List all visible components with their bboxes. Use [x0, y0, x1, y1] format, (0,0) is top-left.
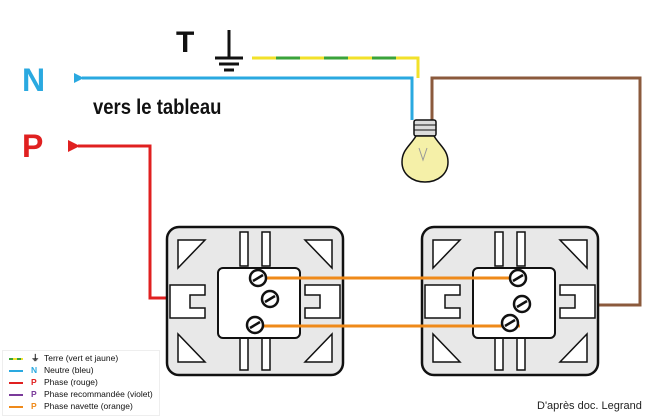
earth-ground-icon — [215, 30, 243, 72]
earth-ground-icon: ⏚ — [31, 353, 40, 363]
legend-swatch — [9, 394, 23, 396]
legend-item-phase: P Phase (rouge) — [3, 377, 163, 388]
to-panel-label: vers le tableau — [93, 96, 222, 119]
legend-text: Phase recommandée (violet) — [44, 389, 153, 399]
legend-text: Neutre (bleu) — [44, 365, 94, 375]
terminal-screw-icon — [260, 289, 280, 309]
right-switch-terminals — [500, 268, 532, 333]
legend-item-phase-recommended: P Phase recommandée (violet) — [3, 389, 163, 400]
neutral-label: N — [22, 62, 46, 98]
source-credit: D'après doc. Legrand — [537, 400, 642, 412]
legend-item-earth: ⏚ Terre (vert et jaune) — [3, 353, 163, 364]
legend-swatch — [9, 370, 23, 372]
light-bulb-icon — [401, 119, 449, 183]
legend-symbol: P — [31, 389, 37, 399]
legend-symbol: P — [31, 377, 37, 387]
legend-item-neutral: N Neutre (bleu) — [3, 365, 163, 376]
left-switch-terminals — [245, 268, 280, 335]
legend-symbol: P — [31, 401, 37, 411]
legend-text: Phase navette (orange) — [44, 401, 133, 411]
legend-symbol: N — [31, 365, 38, 375]
legend-swatch — [9, 406, 23, 408]
earth-wire — [252, 56, 420, 78]
terminal-screw-icon — [248, 268, 268, 288]
shuttle-wires — [263, 276, 520, 328]
phase-label: P — [22, 128, 44, 164]
return-wire — [430, 76, 642, 307]
terminal-screw-icon — [512, 294, 532, 314]
terminal-screw-icon — [508, 268, 528, 288]
terminal-screw-icon — [500, 313, 520, 333]
legend-swatch — [9, 358, 23, 360]
earth-label: T — [176, 26, 195, 59]
legend-item-phase-shuttle: P Phase navette (orange) — [3, 401, 163, 412]
legend-swatch — [9, 382, 23, 384]
right-switch — [420, 225, 600, 377]
neutral-wire — [74, 73, 414, 120]
legend: ⏚ Terre (vert et jaune) N Neutre (bleu) … — [2, 350, 160, 416]
legend-text: Phase (rouge) — [44, 377, 98, 387]
left-switch — [165, 225, 345, 377]
legend-text: Terre (vert et jaune) — [44, 353, 119, 363]
terminal-screw-icon — [245, 315, 265, 335]
